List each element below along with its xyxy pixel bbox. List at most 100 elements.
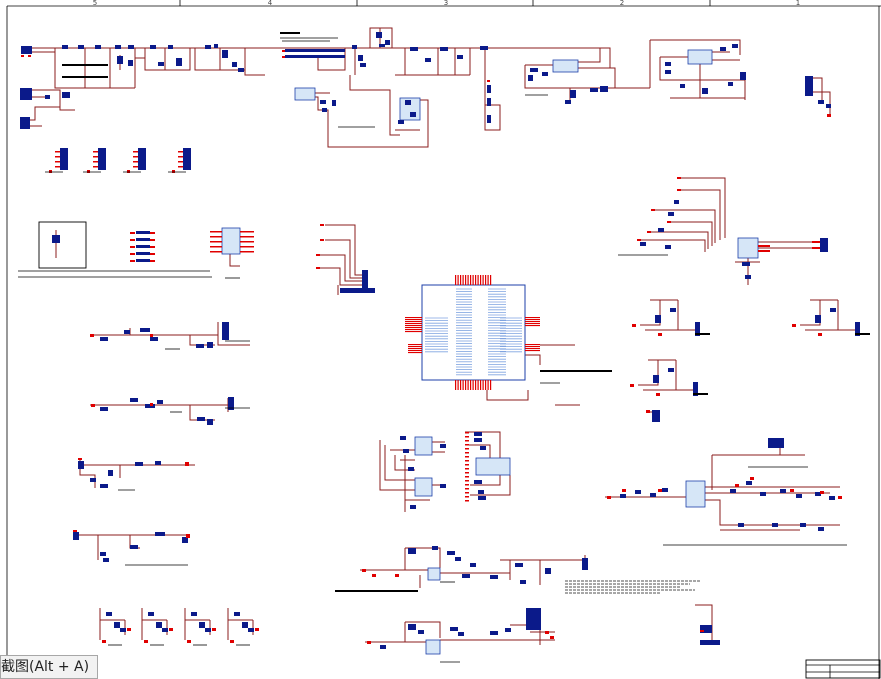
component-symbol[interactable] [140,328,150,332]
component-symbol[interactable] [168,45,173,49]
component-symbol[interactable] [425,58,431,62]
component-symbol[interactable] [515,563,523,567]
component-symbol[interactable] [700,640,720,645]
component-symbol[interactable] [157,400,163,404]
component-symbol[interactable] [742,262,750,266]
component-symbol[interactable] [432,546,438,550]
component-symbol[interactable] [128,45,134,49]
component-symbol[interactable] [457,55,463,59]
component-symbol[interactable] [410,112,416,117]
component-symbol[interactable] [505,628,511,632]
component-symbol[interactable] [665,245,671,249]
component-symbol[interactable] [199,622,205,628]
component-symbol[interactable] [148,612,154,616]
component-symbol[interactable] [702,88,708,94]
component-symbol[interactable] [728,82,733,86]
component-symbol[interactable] [138,148,146,170]
component-symbol[interactable] [635,490,641,494]
component-symbol[interactable] [815,315,821,323]
component-symbol[interactable] [652,410,660,422]
component-symbol[interactable] [398,120,404,124]
component-symbol[interactable] [120,628,126,632]
component-symbol[interactable] [100,552,106,556]
component-symbol[interactable] [98,148,106,170]
component-symbol[interactable] [100,407,108,411]
component-symbol[interactable] [520,580,526,584]
component-symbol[interactable] [542,72,548,76]
component-symbol[interactable] [818,100,824,104]
component-symbol[interactable] [480,446,486,450]
component-symbol[interactable] [332,100,336,106]
component-symbol[interactable] [670,308,676,312]
component-symbol[interactable] [668,212,674,216]
ic-package[interactable] [427,567,441,581]
component-symbol[interactable] [474,438,482,442]
component-symbol[interactable] [474,480,482,484]
component-symbol[interactable] [410,505,416,509]
component-symbol[interactable] [197,417,205,421]
component-symbol[interactable] [487,98,491,106]
component-symbol[interactable] [640,242,646,246]
component-symbol[interactable] [530,68,538,72]
component-symbol[interactable] [855,322,860,336]
component-symbol[interactable] [582,558,588,570]
component-symbol[interactable] [115,45,121,49]
component-symbol[interactable] [191,612,197,616]
component-symbol[interactable] [114,622,120,628]
component-symbol[interactable] [730,489,736,493]
component-symbol[interactable] [732,44,738,48]
component-symbol[interactable] [238,68,244,72]
component-symbol[interactable] [447,551,455,555]
component-symbol[interactable] [100,484,108,488]
component-symbol[interactable] [826,104,831,108]
ic-package[interactable] [475,457,511,476]
component-symbol[interactable] [222,50,228,58]
component-symbol[interactable] [136,245,150,248]
component-symbol[interactable] [136,238,150,241]
component-symbol[interactable] [653,375,659,383]
component-symbol[interactable] [455,557,461,561]
component-symbol[interactable] [490,631,498,635]
ic-package[interactable] [294,87,316,101]
component-symbol[interactable] [21,46,32,54]
component-symbol[interactable] [322,108,327,112]
component-symbol[interactable] [207,342,213,348]
component-symbol[interactable] [136,231,150,234]
ic-package[interactable] [414,477,433,497]
component-symbol[interactable] [458,632,464,636]
component-symbol[interactable] [815,492,821,496]
component-symbol[interactable] [205,45,211,49]
component-symbol[interactable] [176,58,182,66]
component-symbol[interactable] [248,628,254,632]
component-symbol[interactable] [130,545,138,549]
component-symbol[interactable] [590,88,598,92]
component-symbol[interactable] [150,45,156,49]
component-symbol[interactable] [136,259,150,262]
component-symbol[interactable] [379,44,385,47]
component-symbol[interactable] [829,496,835,500]
component-symbol[interactable] [103,558,109,562]
component-symbol[interactable] [620,494,626,498]
component-symbol[interactable] [650,493,656,497]
component-symbol[interactable] [242,622,248,628]
component-symbol[interactable] [73,532,79,540]
component-symbol[interactable] [78,461,84,469]
component-symbol[interactable] [600,86,608,92]
component-symbol[interactable] [376,32,382,38]
component-symbol[interactable] [796,494,802,498]
component-symbol[interactable] [440,444,446,448]
component-symbol[interactable] [20,88,32,100]
component-symbol[interactable] [403,449,409,453]
component-symbol[interactable] [320,100,326,104]
mcu-chip[interactable] [421,284,526,381]
component-symbol[interactable] [360,63,366,67]
component-symbol[interactable] [662,488,668,492]
component-symbol[interactable] [528,75,533,81]
component-symbol[interactable] [440,484,446,488]
component-symbol[interactable] [340,288,375,293]
component-symbol[interactable] [526,608,541,630]
component-symbol[interactable] [20,117,30,129]
component-symbol[interactable] [232,62,237,67]
component-symbol[interactable] [440,47,448,51]
